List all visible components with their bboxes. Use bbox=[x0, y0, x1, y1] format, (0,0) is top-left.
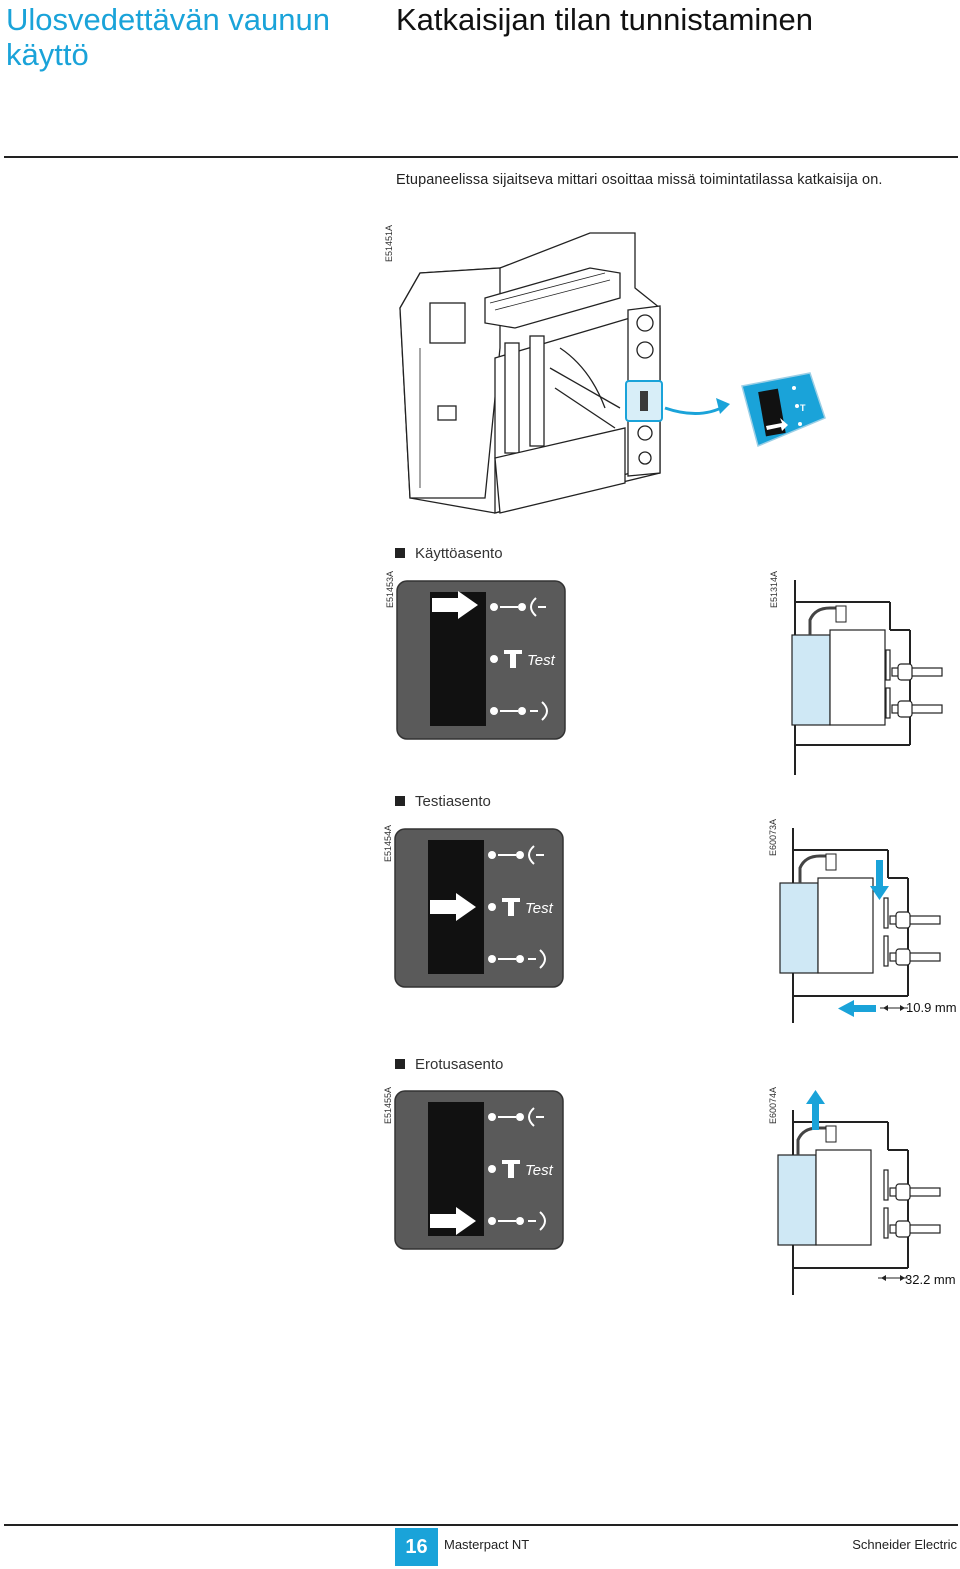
indicator-disconnected: Test bbox=[394, 1090, 564, 1250]
position-label-disconnected: Erotusasento bbox=[395, 1056, 503, 1073]
svg-text:T: T bbox=[800, 403, 806, 413]
position-label-text: Testiasento bbox=[415, 793, 491, 810]
down-arrow-icon bbox=[870, 886, 889, 900]
breaker-diagram-operating bbox=[791, 580, 943, 775]
breaker-diagram-disconnected bbox=[777, 1090, 941, 1295]
position-label-test: Testiasento bbox=[395, 793, 491, 810]
bullet-square-icon bbox=[395, 548, 405, 559]
up-arrow-icon bbox=[806, 1090, 825, 1104]
footer-divider bbox=[4, 1524, 958, 1526]
brand-name: Schneider Electric bbox=[852, 1537, 957, 1552]
position-label-text: Erotusasento bbox=[415, 1056, 504, 1073]
intro-text: Etupaneelissa sijaitseva mittari osoitta… bbox=[396, 172, 883, 188]
section-title: Ulosvedettävän vaunun käyttö bbox=[6, 2, 331, 72]
indicator-test-label: Test bbox=[525, 1162, 554, 1179]
bullet-square-icon bbox=[395, 1059, 405, 1070]
position-label-text: Käyttöasento bbox=[415, 545, 503, 562]
breaker-cradle-illustration: T bbox=[399, 232, 826, 514]
position-arrow-icon bbox=[430, 893, 476, 921]
diagram-ref-code: E60073A bbox=[768, 818, 778, 856]
indicator-ref-code: E51453A bbox=[385, 570, 395, 608]
position-arrow-icon bbox=[430, 1207, 476, 1235]
page-number: 16 bbox=[395, 1528, 438, 1566]
dimension-label: 32.2 mm bbox=[905, 1272, 956, 1287]
indicator-test-label: Test bbox=[527, 652, 556, 669]
diagram-ref-code: E51314A bbox=[769, 570, 779, 608]
position-label-operating: Käyttöasento bbox=[395, 545, 503, 562]
bullet-square-icon bbox=[395, 796, 405, 807]
diagram-ref-code: E60074A bbox=[768, 1086, 778, 1124]
indicator-test-label: Test bbox=[525, 900, 554, 917]
breaker-diagram-test bbox=[779, 828, 941, 1023]
indicator-operating: Test bbox=[396, 580, 566, 740]
left-arrow-icon bbox=[838, 1000, 854, 1017]
dimension-label: 10.9 mm bbox=[906, 1000, 957, 1015]
page-title: Katkaisijan tilan tunnistaminen bbox=[396, 2, 814, 37]
indicator-test: Test bbox=[394, 828, 564, 988]
product-name: Masterpact NT bbox=[444, 1537, 530, 1552]
position-arrow-icon bbox=[432, 591, 478, 619]
indicator-ref-code: E51454A bbox=[383, 824, 393, 862]
indicator-ref-code: E51455A bbox=[383, 1086, 393, 1124]
header-divider bbox=[4, 156, 958, 158]
